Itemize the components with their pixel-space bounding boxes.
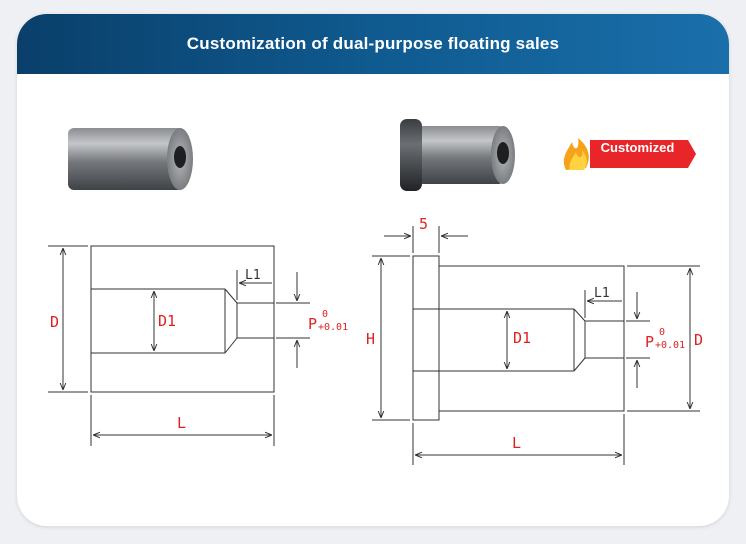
page-title: Customization of dual-purpose floating s…: [186, 34, 560, 53]
right-label-H: H: [366, 330, 375, 348]
right-tol-upper: 0: [659, 327, 665, 338]
right-label-D: D: [694, 331, 703, 349]
right-drawing: [372, 226, 700, 465]
right-label-L: L: [512, 434, 521, 452]
right-label-D1: D1: [513, 329, 531, 347]
left-drawing: [48, 245, 310, 446]
left-tol-lower: +0.01: [318, 322, 348, 333]
flanged-bushing-photo: [400, 119, 515, 191]
left-label-P: P: [308, 315, 317, 333]
left-tol-upper: 0: [322, 309, 328, 320]
customized-label: Customized: [600, 140, 675, 155]
customized-ribbon: Customized: [562, 124, 697, 172]
customized-badge: [563, 138, 696, 170]
product-card: Customization of dual-purpose floating s…: [17, 14, 729, 526]
right-label-P: P: [645, 333, 654, 351]
left-label-D: D: [50, 313, 59, 331]
left-label-L1: L1: [245, 268, 261, 283]
title-bar: Customization of dual-purpose floating s…: [17, 14, 729, 74]
right-label-L1: L1: [594, 286, 610, 301]
left-label-D1: D1: [158, 312, 176, 330]
right-label-5: 5: [419, 215, 428, 233]
right-tol-lower: +0.01: [655, 340, 685, 351]
plain-bushing-photo: [68, 128, 193, 190]
left-label-L: L: [177, 414, 186, 432]
